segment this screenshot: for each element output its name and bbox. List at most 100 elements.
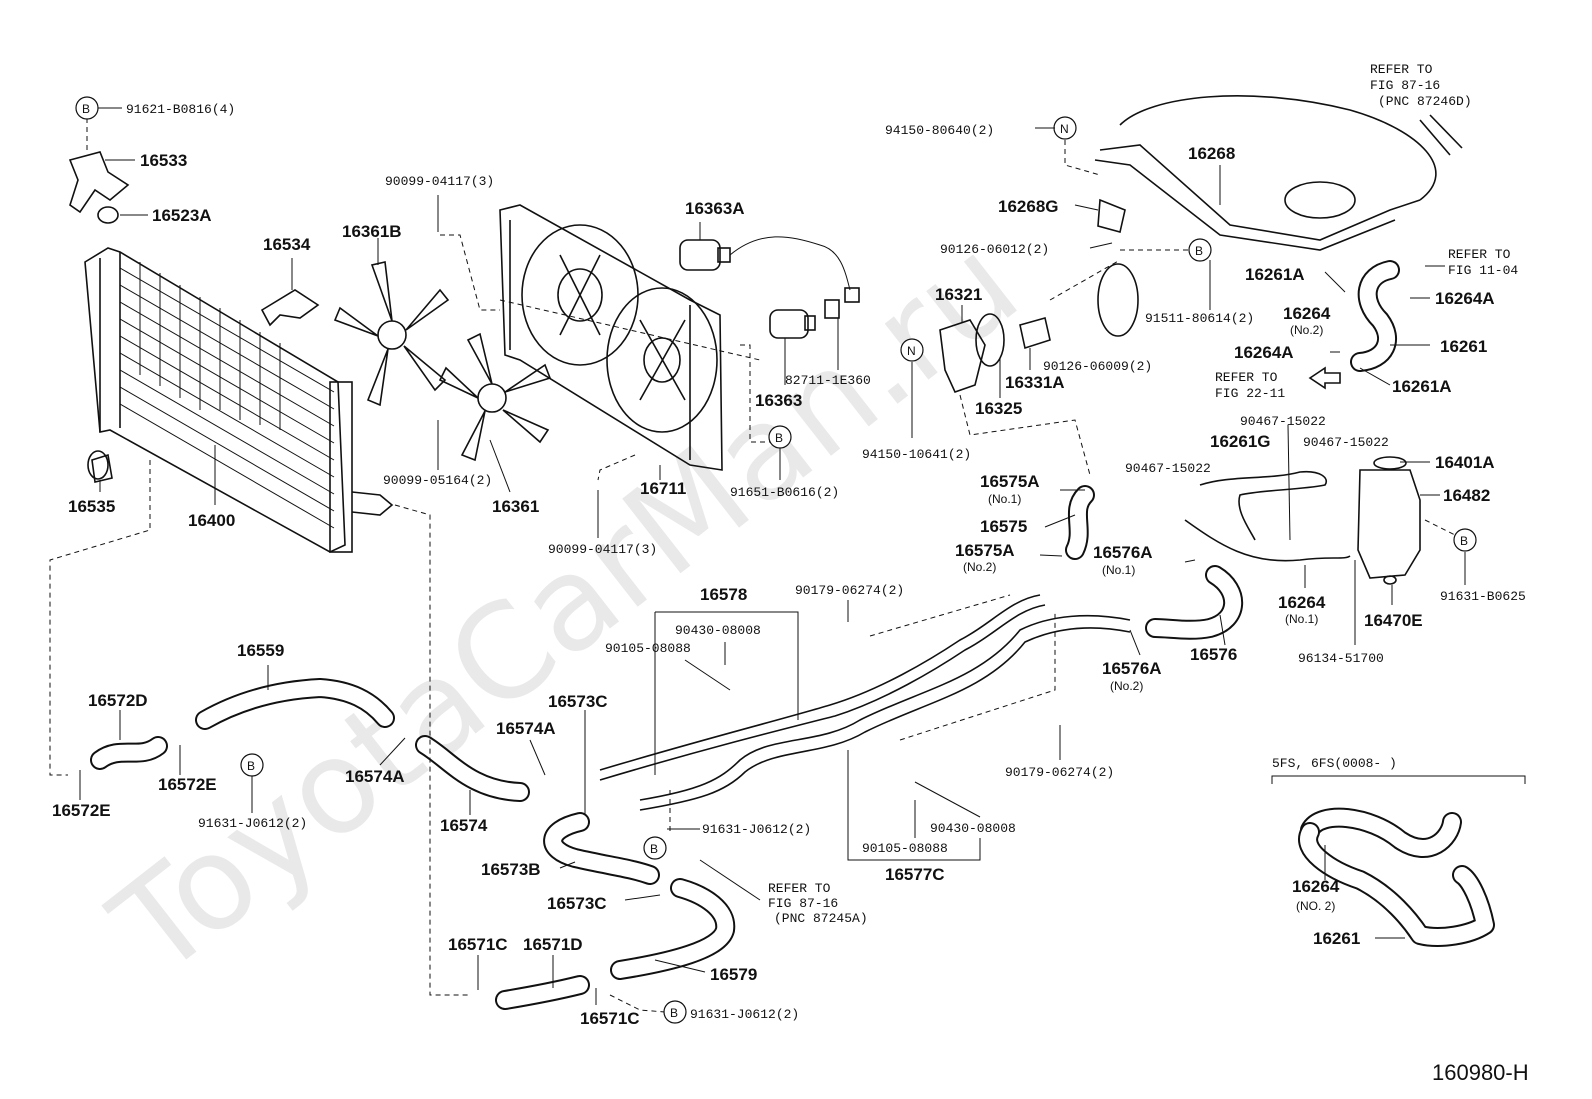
callout-90126-06009: 90126-06009(2) [1043,359,1152,374]
svg-text:REFER TO: REFER TO [1215,370,1278,385]
fan-shroud-16711 [499,204,723,471]
callout-16325: 16325 [975,399,1022,418]
callout-16361: 16361 [492,497,539,516]
thermostat-housing [939,198,1139,393]
svg-text:(PNC 87245A): (PNC 87245A) [774,911,868,926]
callout-90467-15022-a: 90467-15022 [1240,414,1326,429]
callout-16523a: 16523A [152,206,212,225]
callout-16261-inset: 16261 [1313,929,1360,948]
callout-94150-10641: 94150-10641(2) [862,447,971,462]
reference-fig-87-16-a: REFER TO FIG 87-16 (PNC 87246D) [1370,62,1472,109]
marker-b-5: B [240,753,264,777]
watermark: ToyotaCarMan.ru [85,208,1046,1005]
cushion-16523A [97,206,119,224]
inset-title: 5FS, 6FS(0008- ) [1272,756,1397,771]
svg-text:FIG 22-11: FIG 22-11 [1215,386,1285,401]
fan-motor-16363 [769,299,840,339]
callout-16571c-1: 16571C [448,935,508,954]
callout-91511-80614: 91511-80614(2) [1145,311,1254,326]
svg-text:B: B [670,1006,678,1020]
reference-fig-22-11: REFER TO FIG 22-11 [1215,366,1341,401]
callout-96134-51700: 96134-51700 [1298,651,1384,666]
callout-90430-08008-a: 90430-08008 [675,623,761,638]
svg-text:B: B [775,431,783,445]
figure-id: 160980-H [1432,1060,1529,1085]
bracket-16533 [68,151,130,214]
callout-16261: 16261 [1440,337,1487,356]
callout-16261a-1: 16261A [1245,265,1305,284]
svg-text:REFER TO: REFER TO [1370,62,1433,77]
callout-16573c-2: 16573C [547,894,607,913]
marker-b-1: B [75,96,99,120]
callout-16711: 16711 [640,479,686,498]
callout-16261g: 16261G [1210,432,1271,451]
callout-16575: 16575 [980,517,1027,536]
callout-no2-a: (No.2) [1290,323,1323,337]
callout-16363a: 16363A [685,199,745,218]
callout-no1-b: (No.1) [988,492,1021,506]
callout-16573c-1: 16573C [548,692,608,711]
callout-16268g: 16268G [998,197,1059,216]
callout-16264-no1: 16264 [1278,593,1326,612]
callout-16261a-2: 16261A [1392,377,1452,396]
callout-no1-c: (No.1) [1102,563,1135,577]
svg-text:FIG 87-16: FIG 87-16 [768,896,838,911]
callout-16559: 16559 [237,641,284,660]
callout-16579: 16579 [710,965,757,984]
svg-text:N: N [1060,122,1069,136]
water-pipe-16578 [599,594,1046,781]
callout-90467-15022-c: 90467-15022 [1125,461,1211,476]
callout-16482: 16482 [1443,486,1490,505]
marker-b-3: B [768,425,792,449]
svg-text:B: B [82,102,90,116]
callout-90467-15022-b: 90467-15022 [1303,435,1389,450]
callout-16363: 16363 [755,391,802,410]
callout-90099-04117-a: 90099-04117(3) [385,174,494,189]
svg-text:REFER TO: REFER TO [768,881,831,896]
callout-16572e-1: 16572E [158,775,217,794]
callout-16264-inset: 16264 [1292,877,1340,896]
callout-16574a-1: 16574A [496,719,556,738]
dashed-guides [49,118,1456,1013]
callout-94150-80640: 94150-80640(2) [885,123,994,138]
callout-no2-c: (No.2) [1110,679,1143,693]
svg-text:B: B [650,842,658,856]
callout-16470e: 16470E [1364,611,1423,630]
callout-90105-08088-a: 90105-08088 [605,641,691,656]
callout-82711-1e360: 82711-1E360 [785,373,871,388]
callout-16571d: 16571D [523,935,583,954]
reservoir-tank-16482 [1357,456,1421,585]
reference-fig-11-04: REFER TO FIG 11-04 [1425,247,1518,278]
callout-no1-a: (No.1) [1285,612,1318,626]
pipe-16268 [1094,95,1463,251]
callout-91631-j0612-a: 91631-J0612(2) [198,816,307,831]
callout-16401a: 16401A [1435,453,1495,472]
svg-text:N: N [907,344,916,358]
marker-b-7: B [663,1000,687,1024]
inset-box [1271,775,1526,784]
svg-text:B: B [1460,534,1468,548]
callout-91631-j0612-b: 91631-J0612(2) [702,822,811,837]
callout-16574a-2: 16574A [345,767,405,786]
svg-text:B: B [1195,244,1203,258]
callout-16575a-1: 16575A [980,472,1040,491]
callout-16321: 16321 [935,285,982,304]
callout-16576: 16576 [1190,645,1237,664]
svg-text:REFER TO: REFER TO [1448,247,1511,262]
callout-90105-08088-b: 90105-08088 [862,841,948,856]
callout-16534: 16534 [263,235,311,254]
marker-b-6: B [643,836,667,860]
callout-16572e-2: 16572E [52,801,111,820]
callout-16571c-2: 16571C [580,1009,640,1028]
callout-16573b: 16573B [481,860,541,879]
callout-16572d: 16572D [88,691,148,710]
leader-lines [79,107,1466,1005]
callout-91631-b0625: 91631-B0625 [1440,589,1526,604]
hose-16264-no1 [1184,519,1351,562]
callout-16533: 16533 [140,151,187,170]
callout-no2-inset: (NO. 2) [1296,899,1335,913]
callout-90099-05164: 90099-05164(2) [383,473,492,488]
marker-b-2: B [1188,238,1212,262]
fan-motor-16363A [679,236,860,303]
